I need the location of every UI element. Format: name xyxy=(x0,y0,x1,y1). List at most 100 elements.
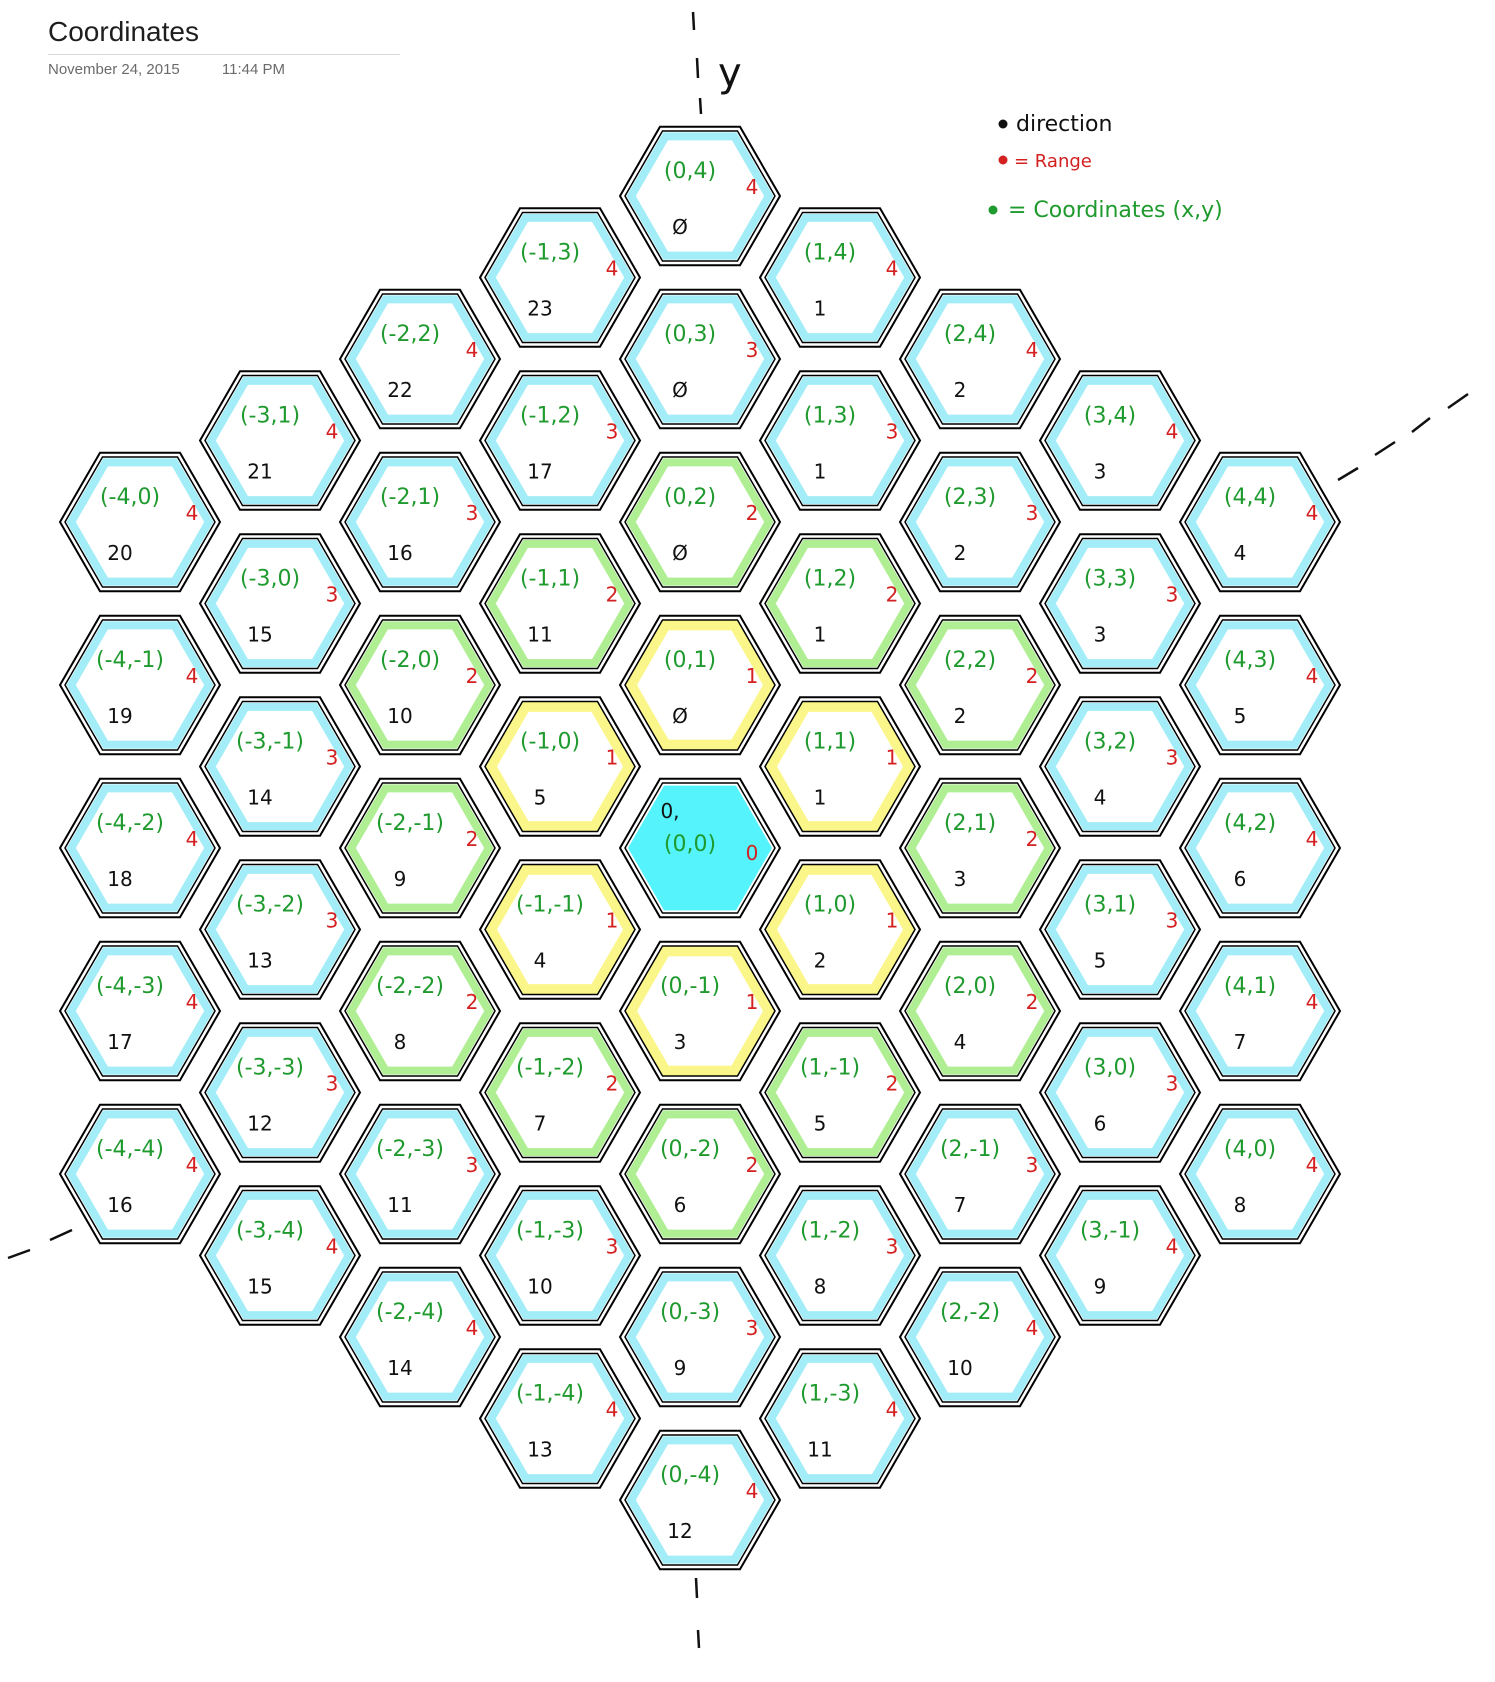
hex-inner-outline xyxy=(484,537,636,670)
cell-coordinate: (-1,-1) xyxy=(516,893,584,918)
cell-direction: 3 xyxy=(954,867,967,891)
legend-dot-coordinates xyxy=(988,205,998,215)
cell-range: 4 xyxy=(1026,338,1039,362)
cell-coordinate: (-4,-3) xyxy=(96,974,164,999)
cell-direction: 1 xyxy=(814,623,827,647)
cell-coordinate: (-3,-4) xyxy=(236,1219,304,1244)
cell-range: 4 xyxy=(186,1153,199,1177)
cell-direction: 4 xyxy=(1234,541,1247,565)
cell-coordinate: (0,-3) xyxy=(660,1300,720,1325)
diag-axis-dash xyxy=(49,1228,73,1242)
hex-cell xyxy=(1178,940,1342,1082)
cell-coordinate: (-1,-2) xyxy=(516,1056,584,1081)
hex-outline xyxy=(478,1348,642,1489)
cell-coordinate: (0,4) xyxy=(664,159,716,184)
cell-direction: Ø xyxy=(672,378,688,402)
cell-direction: 3 xyxy=(1094,460,1107,484)
hex-outline xyxy=(338,777,502,919)
cell-range: 4 xyxy=(886,257,899,281)
hex-inner-outline xyxy=(764,1189,916,1322)
ring-highlight-1 xyxy=(625,946,775,1076)
hex-cell xyxy=(1038,533,1202,674)
hex-cell xyxy=(618,125,782,267)
hex-cell xyxy=(898,1103,1062,1245)
hex-cell xyxy=(618,1266,782,1408)
cell-range: 3 xyxy=(746,1316,759,1340)
hex-outline xyxy=(338,451,502,593)
hex-cell xyxy=(198,1022,362,1163)
hex-cell xyxy=(198,859,362,1000)
cell-coordinate: (2,3) xyxy=(944,485,996,510)
cell-coordinate: (0,-2) xyxy=(660,1137,720,1162)
hex-cell xyxy=(338,1103,502,1245)
ring-highlight-2 xyxy=(766,1028,914,1157)
cell-range: 3 xyxy=(886,420,899,444)
cell-coordinate: (-4,-1) xyxy=(96,648,164,673)
hex-outline xyxy=(338,1266,502,1408)
hex-cell xyxy=(618,777,782,919)
hex-inner-outline xyxy=(624,1434,776,1566)
hex-inner-outline xyxy=(204,1189,356,1322)
hex-outline xyxy=(478,533,642,674)
cell-direction: 4 xyxy=(1094,786,1107,810)
note-date: November 24, 2015 xyxy=(48,61,180,78)
hex-cell xyxy=(618,451,782,593)
ring-highlight-3 xyxy=(206,702,354,831)
hex-cell xyxy=(1038,370,1202,511)
cell-coordinate: (-3,-3) xyxy=(236,1056,304,1081)
cell-range: 4 xyxy=(1306,990,1319,1014)
diag-axis-dash xyxy=(1447,392,1469,410)
hex-cell xyxy=(758,859,922,1000)
cell-range: 4 xyxy=(186,990,199,1014)
ring-highlight-3 xyxy=(346,458,494,586)
hex-inner-outline xyxy=(624,782,776,914)
hex-outline xyxy=(618,125,782,267)
y-axis-top-dash xyxy=(691,11,696,31)
hex-inner-outline xyxy=(764,863,916,996)
hex-inner-outline xyxy=(484,700,636,833)
hex-outline xyxy=(58,1103,222,1245)
cell-direction: 2 xyxy=(954,541,967,565)
cell-range: 4 xyxy=(466,338,479,362)
cell-direction: 6 xyxy=(1094,1112,1107,1136)
hex-outline xyxy=(758,207,922,348)
ring-highlight-2 xyxy=(346,621,494,749)
cell-range: 3 xyxy=(1166,1072,1179,1096)
ring-highlight-1 xyxy=(485,864,635,995)
hex-inner-outline xyxy=(204,700,356,833)
ring-highlight-3 xyxy=(1046,539,1194,668)
cell-coordinate: (3,0) xyxy=(1084,1056,1136,1081)
hex-cell xyxy=(758,207,922,348)
hex-inner-outline xyxy=(1044,1026,1196,1159)
ring-highlight-2 xyxy=(906,947,1054,1075)
cell-direction: 1 xyxy=(814,297,827,321)
hex-cell xyxy=(618,1429,782,1571)
cell-range: 3 xyxy=(1026,501,1039,525)
cell-direction: 17 xyxy=(527,460,552,484)
hex-outline xyxy=(758,696,922,837)
cell-direction: 11 xyxy=(807,1438,832,1462)
hex-outline xyxy=(758,370,922,511)
cell-direction: 18 xyxy=(107,867,132,891)
cell-range: 1 xyxy=(606,909,619,933)
cell-direction: 4 xyxy=(534,949,547,973)
hex-cell xyxy=(58,777,222,919)
hex-outline xyxy=(898,777,1062,919)
ring-highlight-3 xyxy=(206,1028,354,1157)
y-axis-bottom-dash xyxy=(696,1629,701,1649)
hex-outline xyxy=(478,696,642,837)
hex-cell xyxy=(898,614,1062,756)
hex-inner-outline xyxy=(344,456,496,588)
hex-cell xyxy=(478,859,642,1000)
hex-outline xyxy=(338,940,502,1082)
ring-highlight-4 xyxy=(206,1191,354,1320)
page-title[interactable]: Coordinates xyxy=(48,16,400,55)
cell-range: 4 xyxy=(326,420,339,444)
cell-coordinate: (-2,2) xyxy=(380,322,440,347)
cell-direction: 14 xyxy=(247,786,272,810)
ring-highlight-4 xyxy=(1046,1191,1194,1320)
cell-range: 4 xyxy=(606,1398,619,1422)
hex-inner-outline xyxy=(204,1026,356,1159)
hex-outline xyxy=(758,533,922,674)
hex-inner-outline xyxy=(764,374,916,507)
